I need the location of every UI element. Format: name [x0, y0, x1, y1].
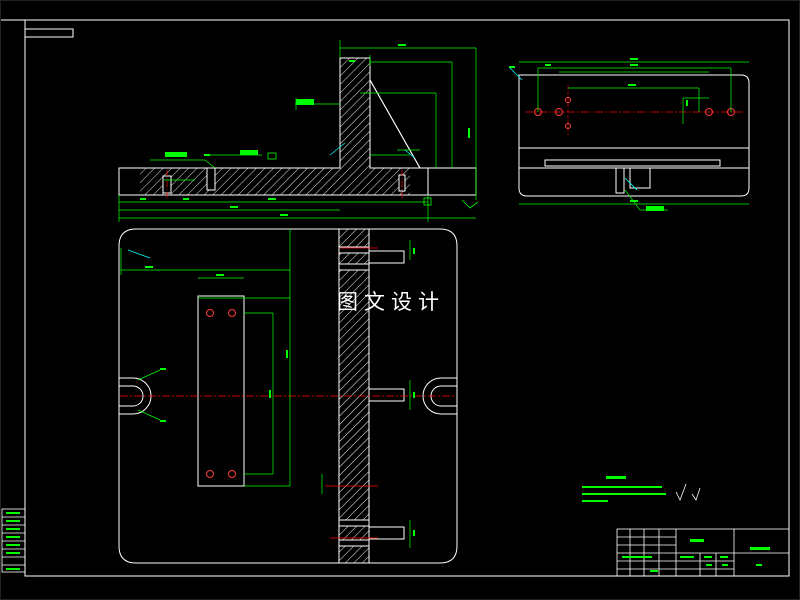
side-view	[509, 58, 750, 211]
title-block	[616, 528, 790, 577]
left-table-text	[6, 512, 20, 570]
left-revision-table	[1, 508, 26, 573]
technical-notes	[582, 476, 701, 502]
watermark-text: 图文设计	[337, 290, 445, 314]
top-elevation-view	[118, 40, 479, 222]
side-view-holes	[534, 97, 735, 129]
plan-view	[118, 228, 458, 564]
title-block-text	[622, 539, 770, 572]
plan-view-holes	[206, 309, 236, 478]
